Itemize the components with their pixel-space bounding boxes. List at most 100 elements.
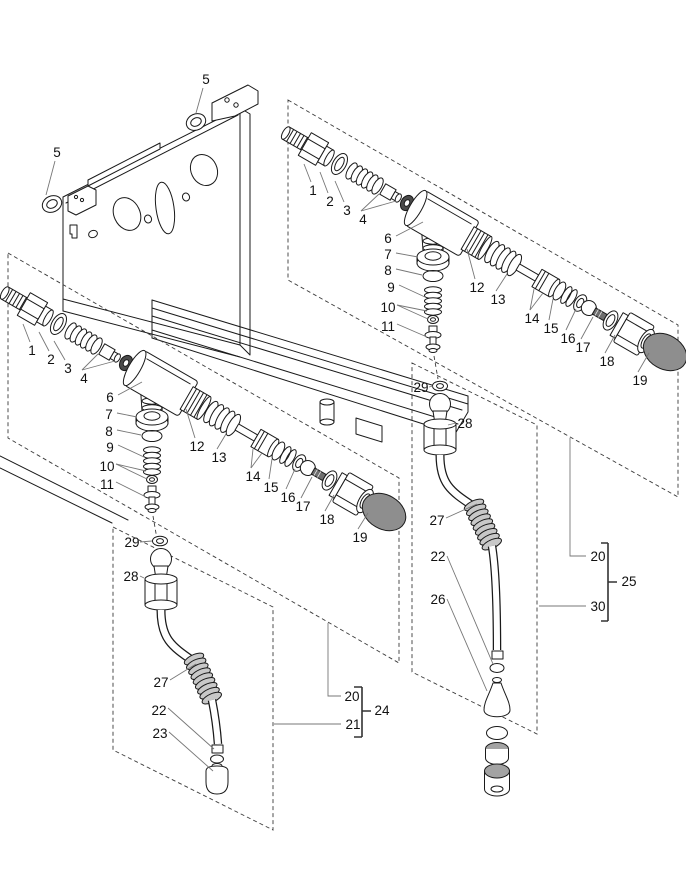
part-16-ball (580, 300, 608, 322)
part-label-l22: 22 (151, 703, 166, 718)
callout-leader-l19 (357, 512, 369, 530)
group-brackets (274, 438, 617, 738)
part-9-spring (424, 286, 442, 316)
part-22-fitting (489, 650, 505, 673)
callout-leader-r28 (447, 422, 457, 426)
part-12-spring (484, 240, 523, 277)
callout-leader-l9 (117, 444, 145, 458)
callout-leader-u17 (580, 316, 594, 340)
callout-leader-u16 (565, 308, 577, 331)
part-11-valve (424, 325, 442, 353)
callout-leader-r27 (445, 503, 478, 519)
callout-leader-l12 (185, 408, 196, 439)
callout-leader-u4 (360, 193, 380, 212)
part-label-5-left: 5 (53, 145, 61, 160)
callout-leader-l10 (115, 463, 148, 480)
callout-leader-u14 (529, 292, 544, 311)
box-wand-left (112, 526, 274, 831)
part-4-poppet (379, 183, 415, 212)
part-label-l17: 17 (295, 499, 310, 514)
callout-leader-l11 (115, 481, 147, 498)
part-label-u4: 4 (359, 212, 367, 227)
part-label-l27: 27 (153, 675, 168, 690)
part-label-r26: 26 (430, 592, 445, 607)
part-label-l19: 19 (352, 530, 367, 545)
callout-leader-u11 (396, 323, 428, 338)
part-label-l15: 15 (263, 480, 278, 495)
callout-leader-l4 (81, 360, 116, 371)
part-label-g24: 24 (374, 703, 390, 718)
callout-leader-u19 (637, 352, 650, 373)
part-label-u14: 14 (524, 311, 540, 326)
callout-leader-l17 (300, 476, 313, 499)
part-label-l13: 13 (211, 450, 226, 465)
callout-leader-u3 (334, 180, 345, 203)
part-label-l14: 14 (245, 469, 261, 484)
callout-leader-u10 (396, 304, 429, 320)
part-label-g25: 25 (621, 574, 636, 589)
part-label-l7: 7 (105, 407, 113, 422)
part-label-u12: 12 (469, 280, 484, 295)
callout-leader-l28 (139, 575, 145, 579)
part-14-rings (552, 281, 578, 307)
part-label-u11: 11 (381, 319, 395, 334)
callouts-layer: 5512346789101112131415161718192912346789… (22, 72, 650, 772)
part-label-u2: 2 (326, 194, 334, 209)
part-label-l2: 2 (47, 352, 55, 367)
part-label-l10: 10 (99, 459, 114, 474)
callout-leader-l29 (139, 540, 153, 543)
bracket-24 (354, 686, 371, 738)
part-23-tip (205, 763, 229, 795)
callout-leader-u2 (319, 171, 329, 194)
callout-leader-u12 (466, 248, 476, 280)
box-tap-upper (287, 99, 679, 498)
callout-leader-u14 (529, 288, 535, 311)
callout-leader-l14 (250, 448, 254, 469)
part-label-u16: 16 (560, 331, 575, 346)
part-label-l8: 8 (105, 424, 113, 439)
callout-leader-l4 (81, 353, 99, 371)
callout-leader-l27 (169, 663, 197, 681)
bracket-25 (601, 542, 617, 622)
part-label-u3: 3 (343, 203, 351, 218)
part-13-shaft (515, 263, 561, 298)
part-label-l18: 18 (319, 512, 334, 527)
callout-leader-l22 (167, 707, 215, 750)
part-label-u10: 10 (380, 300, 395, 315)
callout-leader-l15 (268, 458, 273, 480)
part-label-l29: 29 (124, 535, 139, 550)
part-label-u13: 13 (490, 292, 505, 307)
part-17-ring (602, 310, 619, 331)
callout-leader-u18 (604, 334, 616, 354)
part-label-5-top: 5 (202, 72, 210, 87)
part-8-oring (422, 270, 444, 282)
part-label-r28: 28 (457, 416, 472, 431)
callout-leader-u15 (548, 298, 554, 321)
part-label-l4: 4 (80, 371, 88, 386)
part-label-u15: 15 (543, 321, 558, 336)
callout-leader-r22 (446, 555, 494, 665)
callout-leader-l8 (116, 429, 142, 436)
callout-leader-u4 (360, 200, 397, 212)
callout-leader-u6 (395, 221, 424, 237)
part-label-l28: 28 (123, 569, 138, 584)
part-label-g20-right: 20 (590, 549, 605, 564)
part-label-u6: 6 (384, 231, 392, 246)
axis-parts (280, 126, 686, 372)
callout-leader-l3 (53, 340, 66, 361)
box-wand-right (411, 362, 538, 735)
callout-leader-l7 (116, 412, 138, 418)
callout-leader-l2 (38, 331, 50, 352)
callout-leader-u1 (303, 163, 312, 183)
part-3-spring (345, 162, 384, 195)
part-label-g20-left: 20 (344, 689, 359, 704)
part-label-l9: 9 (106, 440, 114, 455)
callout-leader-l6 (117, 381, 143, 396)
part-label-r22: 22 (430, 549, 445, 564)
part-label-l12: 12 (189, 439, 204, 454)
group-boxes (7, 99, 679, 831)
callout-leader-l14 (250, 452, 263, 469)
callout-leader-5-left (45, 160, 56, 196)
callout-leader-u8 (395, 268, 423, 276)
